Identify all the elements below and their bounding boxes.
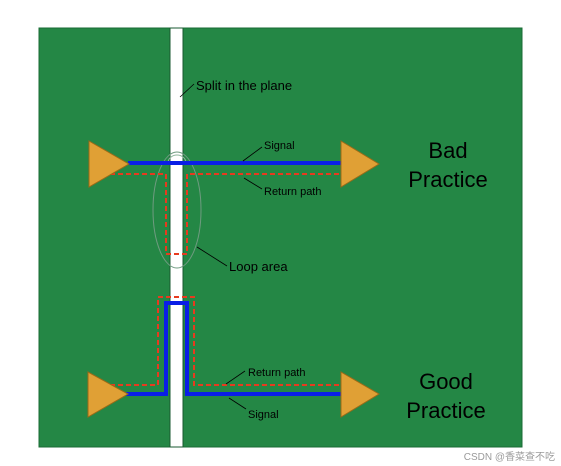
bad-destination-arrow	[340, 140, 380, 188]
return-top-leader	[243, 177, 263, 190]
signal-crossing-arc	[167, 154, 187, 164]
bad-return-path	[110, 173, 345, 255]
watermark: CSDN @香菜查不吃	[464, 450, 555, 463]
good-source-arrow	[87, 371, 130, 418]
signal-bottom-leader	[228, 397, 247, 410]
bad-title-line1: Bad	[428, 138, 467, 163]
split-label: Split in the plane	[196, 78, 292, 93]
signal-bottom-label: Signal	[248, 409, 279, 421]
good-signal-line	[126, 301, 342, 396]
plane-split	[169, 27, 184, 448]
good-title-line2: Practice	[406, 398, 485, 423]
good-destination-arrow	[340, 371, 380, 418]
return-bottom-label: Return path	[248, 367, 305, 379]
ground-plane	[38, 27, 523, 448]
return-bottom-leader	[225, 370, 246, 385]
good-title-line1: Good	[419, 369, 473, 394]
loop-area-outline	[152, 151, 202, 269]
loop-area-label: Loop area	[229, 259, 288, 274]
bad-source-arrow	[88, 140, 131, 188]
split-leader	[179, 83, 195, 98]
loop-area-leader	[196, 246, 228, 267]
return-top-label: Return path	[264, 186, 321, 198]
good-return-path	[110, 296, 345, 386]
signal-top-label: Signal	[264, 140, 295, 152]
bad-title-line2: Practice	[408, 167, 487, 192]
signal-top-leader	[242, 146, 263, 162]
